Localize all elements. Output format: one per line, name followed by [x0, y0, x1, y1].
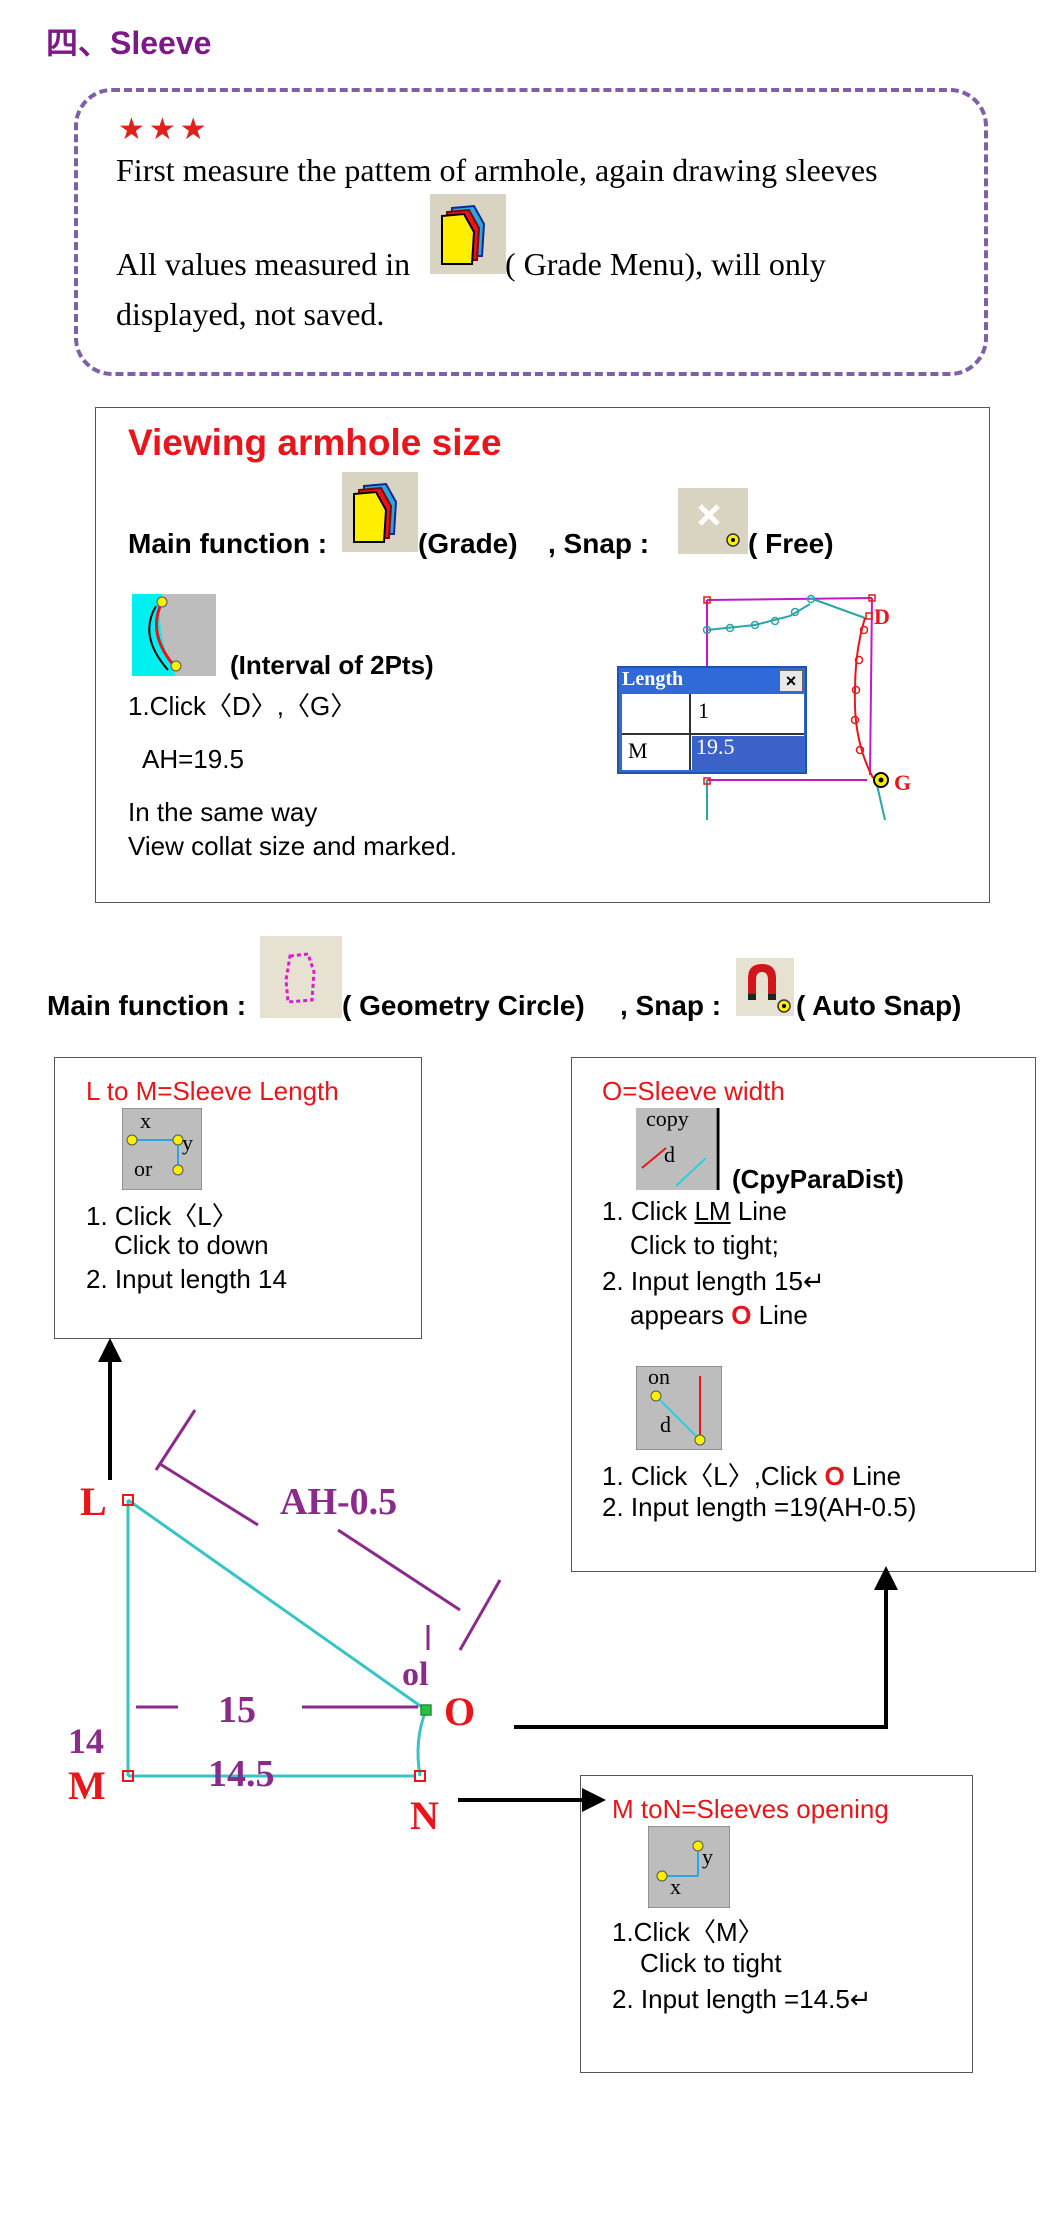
point-o-label: O: [444, 1689, 476, 1734]
free-snap-icon[interactable]: [678, 488, 748, 554]
cpyparadist-label: (CpyParaDist): [732, 1164, 904, 1194]
xory-icon-or: or: [134, 1156, 153, 1181]
width-15-label: 15: [218, 1689, 256, 1731]
lm-underlined: LM: [694, 1196, 731, 1226]
sleeve-opening-step-1b: Click to tight: [640, 1948, 782, 1978]
appears-text: appears: [630, 1300, 732, 1330]
ah-value: AH=19.5: [142, 744, 244, 774]
copy-icon-d: d: [664, 1142, 675, 1167]
length-dialog-title: Length: [622, 668, 684, 690]
step-3-text-a: 1. Click〈L〉,Click: [602, 1461, 825, 1491]
sleeve-opening-panel: [580, 1775, 973, 2073]
sleeve-width-title: O=Sleeve width: [602, 1076, 785, 1106]
point-m-label: M: [68, 1763, 106, 1808]
sleeve-width-step-2: 2. Input length 15↵: [602, 1266, 825, 1296]
sleeve-length-step-1b: Click to down: [114, 1230, 269, 1260]
section-title: 四、Sleeve: [46, 25, 212, 61]
sleeve-width-step-2b: appears O Line: [630, 1300, 808, 1331]
sleeve-opening-step-1: 1.Click〈M〉: [612, 1917, 764, 1947]
armhole-heading: Viewing armhole size: [128, 422, 502, 463]
on-d-icon-d: d: [660, 1412, 671, 1437]
grade-icon[interactable]: [342, 472, 418, 552]
armhole-panel: [95, 407, 990, 903]
sleeve-length-step-2: 2. Input length 14: [86, 1264, 287, 1294]
copy-icon[interactable]: [636, 1108, 720, 1190]
on-d-icon[interactable]: [635, 1365, 723, 1451]
step-3-text-b: Line: [844, 1461, 902, 1491]
dialog-header-cell: 1: [698, 698, 709, 723]
geometry-circle-icon[interactable]: [260, 936, 342, 1018]
snap-label: , Snap :: [548, 528, 650, 559]
sleeve-opening-step-2: 2. Input length =14.5↵: [612, 1984, 872, 2014]
interval-2pts-icon[interactable]: [132, 594, 216, 676]
ol-label: ol: [402, 1656, 429, 1693]
sleeve-width-step-1: 1. Click LM Line: [602, 1196, 787, 1227]
armhole-step-1: 1.Click〈D〉,〈G〉: [128, 691, 357, 721]
opening-145-label: 14.5: [208, 1753, 275, 1795]
xory-icon-y: y: [182, 1130, 193, 1155]
sleeve-width-step-4: 2. Input length =19(AH-0.5): [602, 1492, 917, 1522]
sleeve-width-step-3: 1. Click〈L〉,Click O Line: [602, 1456, 901, 1493]
note-box: [74, 88, 988, 376]
sleeve-width-step-1c: Click to tight;: [630, 1230, 779, 1260]
sleeve-length-step-1: 1. Click〈L〉: [86, 1201, 238, 1231]
note-line-3: displayed, not saved.: [116, 296, 385, 332]
dialog-row-label: M: [628, 738, 648, 763]
sleeve-diagram: [0, 1330, 1054, 1870]
line-text-1: Line: [751, 1300, 808, 1330]
point-d-label: D: [874, 604, 890, 629]
o-red-2: O: [824, 1461, 845, 1491]
note-line-2b: ( Grade Menu), will only: [505, 246, 826, 282]
main-function-2-label: Main function :: [47, 990, 247, 1021]
yx-icon[interactable]: [647, 1825, 731, 1909]
yx-icon-y: y: [702, 1844, 713, 1869]
ah-minus-label: AH-0.5: [280, 1481, 398, 1523]
dialog-close-button[interactable]: ×: [779, 670, 803, 692]
same-way-line-1: In the same way: [128, 797, 318, 827]
free-label: ( Free): [748, 528, 834, 559]
xory-icon-x: x: [140, 1108, 151, 1133]
main-function-label: Main function :: [128, 528, 328, 559]
copy-icon-text: copy: [646, 1106, 689, 1131]
stars: ★★★: [118, 113, 211, 146]
geometry-circle-label: ( Geometry Circle): [342, 990, 585, 1021]
length-grid: [622, 694, 804, 770]
step-1-text-b: Line: [730, 1196, 787, 1226]
grade-label: (Grade): [418, 528, 518, 559]
sleeve-length-panel: [54, 1057, 422, 1339]
point-g-label: G: [894, 770, 912, 795]
same-way-line-2: View collat size and marked.: [128, 831, 458, 861]
interval-label: (Interval of 2Pts): [230, 650, 434, 680]
auto-snap-label: ( Auto Snap): [796, 990, 962, 1021]
note-line-1: First measure the pattem of armhole, aga…: [116, 152, 878, 188]
sleeve-length-title: L to M=Sleeve Length: [86, 1076, 339, 1106]
dialog-row-value[interactable]: 19.5: [696, 734, 735, 759]
snap-2-label: , Snap :: [620, 990, 722, 1021]
yx-icon-x: x: [670, 1874, 681, 1899]
length-14-label: 14: [68, 1721, 104, 1761]
point-n-label: N: [410, 1793, 439, 1838]
note-line-2a: All values measured in: [116, 246, 411, 282]
step-1-text-a: 1. Click: [602, 1196, 695, 1226]
on-d-icon-on: on: [648, 1364, 670, 1389]
auto-snap-icon[interactable]: [736, 958, 794, 1016]
o-red-1: O: [731, 1300, 752, 1330]
sleeve-opening-title: M toN=Sleeves opening: [612, 1794, 889, 1824]
grade-menu-icon: [430, 194, 506, 274]
point-l-label: L: [80, 1479, 107, 1524]
